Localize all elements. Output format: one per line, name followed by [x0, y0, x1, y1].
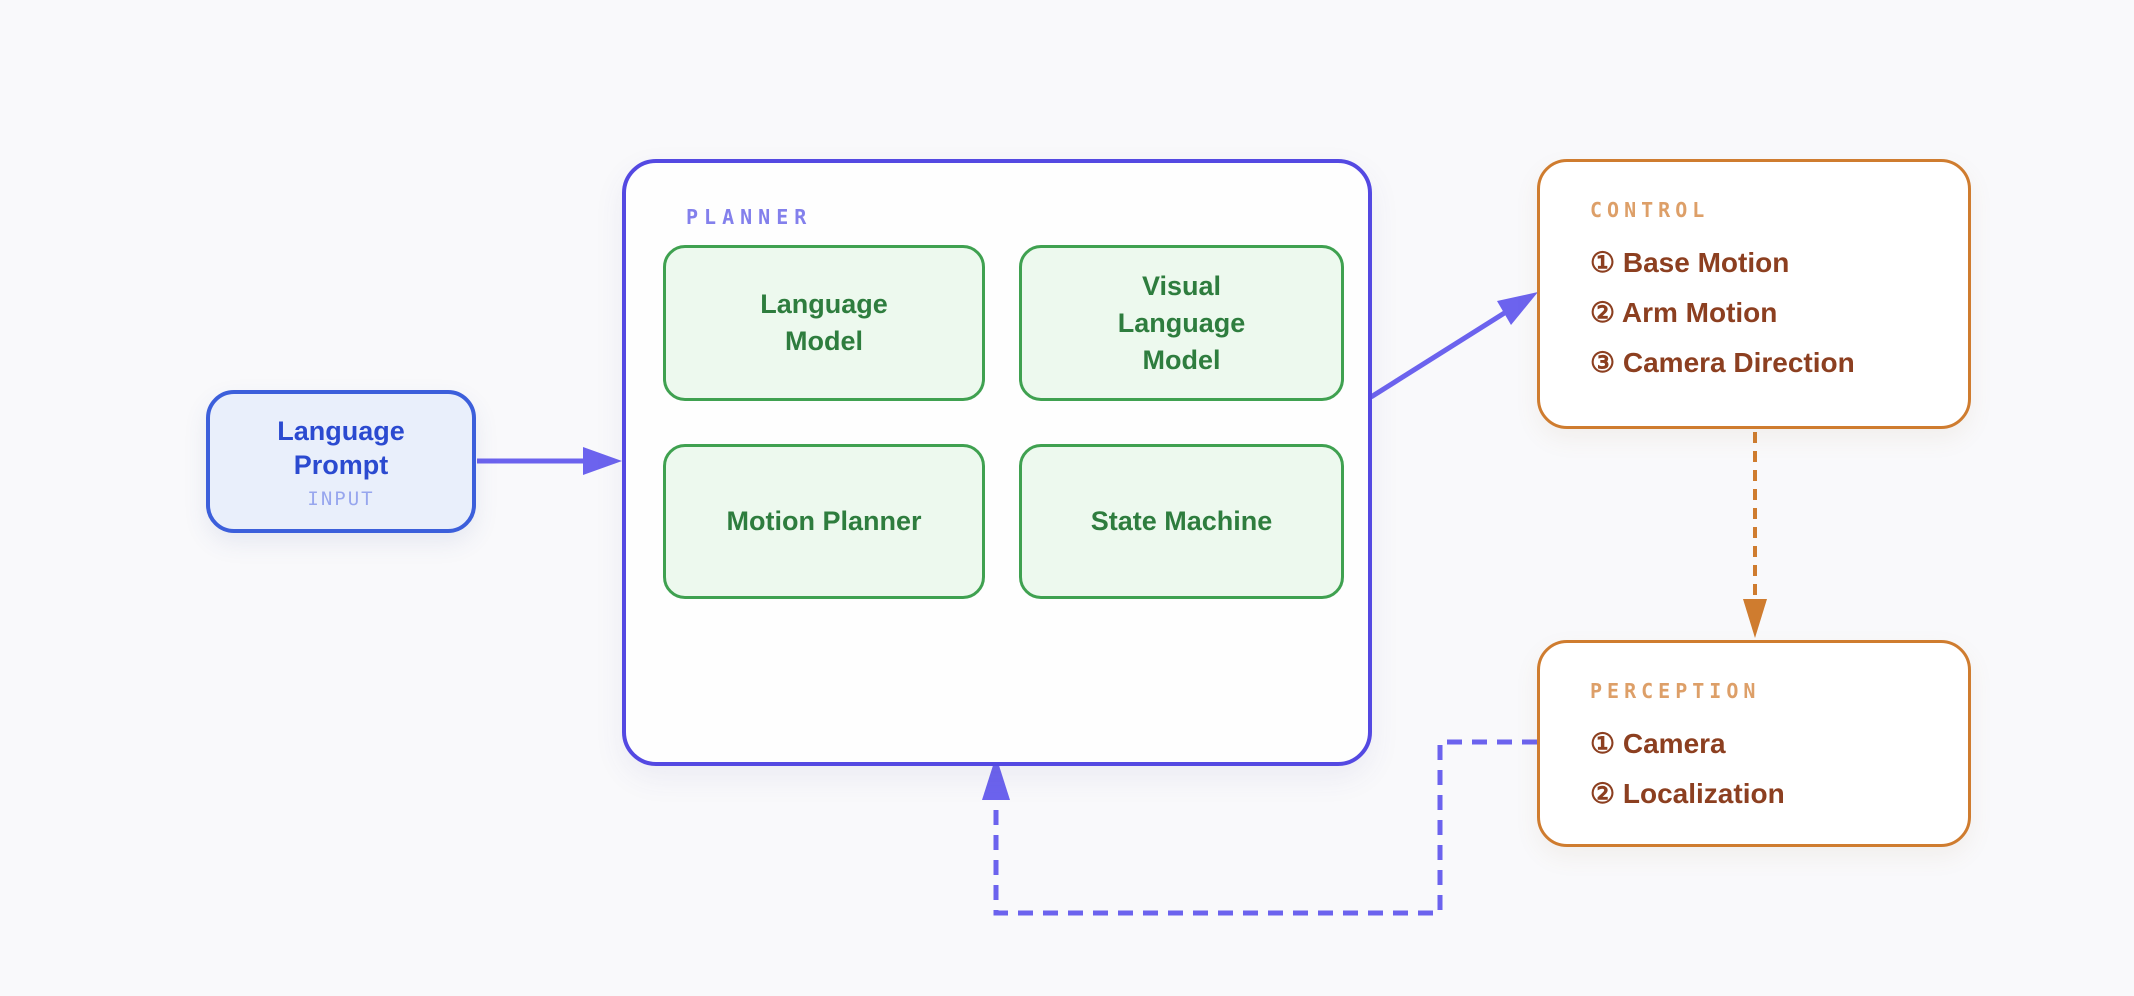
group-planner-label: PLANNER	[686, 205, 813, 229]
planner-module-state-machine-label: State Machine	[1090, 506, 1273, 536]
planner-module-motion-planner-label: Motion Planner	[726, 506, 922, 536]
node-control: CONTROL ① Base Motion ② Arm Motion ③ Cam…	[1537, 159, 1971, 429]
planner-module-visual-language-model: Visual Language Model	[1019, 245, 1344, 401]
perception-item-localization: ② Localization	[1590, 778, 1785, 809]
node-language-prompt-tag: INPUT	[307, 487, 375, 510]
node-language-prompt-title: Language Prompt	[277, 415, 405, 480]
node-perception: PERCEPTION ① Camera ② Localization	[1537, 640, 1971, 847]
arrow-control-to-perception	[1743, 432, 1767, 638]
node-control-label: CONTROL	[1590, 198, 1710, 222]
perception-item-list: ① Camera ② Localization	[1590, 719, 1928, 819]
perception-item-camera: ① Camera	[1590, 728, 1726, 759]
control-item-arm-motion: ② Arm Motion	[1590, 297, 1778, 328]
arrow-planner-to-control	[1369, 292, 1538, 400]
planner-module-motion-planner: Motion Planner	[663, 444, 985, 599]
planner-module-language-model: Language Model	[663, 245, 985, 401]
arrow-input-to-planner	[477, 447, 622, 475]
control-item-camera-direction: ③ Camera Direction	[1590, 347, 1855, 378]
control-item-list: ① Base Motion ② Arm Motion ③ Camera Dire…	[1590, 238, 1928, 388]
planner-module-visual-language-model-label: Visual Language Model	[1117, 270, 1246, 375]
control-item-base-motion: ① Base Motion	[1590, 247, 1790, 278]
planner-module-state-machine: State Machine	[1019, 444, 1344, 599]
planner-module-language-model-label: Language Model	[760, 289, 888, 356]
group-planner: PLANNER Language Model Visual Language M…	[622, 159, 1372, 766]
node-perception-label: PERCEPTION	[1590, 679, 1761, 703]
node-language-prompt: Language Prompt INPUT	[206, 390, 476, 533]
arrow-perception-to-planner	[982, 739, 1537, 916]
